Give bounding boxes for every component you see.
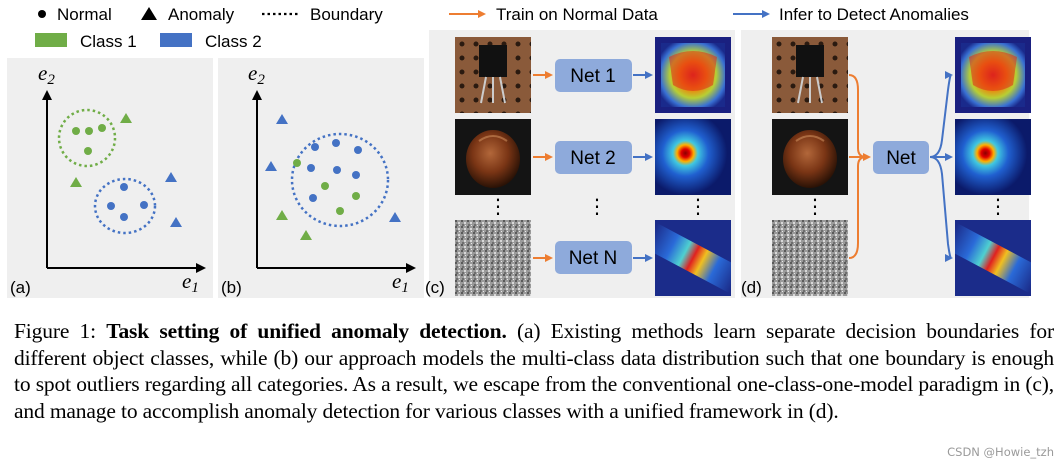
class2-anomaly bbox=[265, 161, 277, 171]
panel-b: e2 e1 (b) bbox=[218, 58, 424, 298]
panel-b-x-axis-label: e1 bbox=[392, 269, 409, 296]
class1-point bbox=[85, 127, 93, 135]
net-2-box bbox=[555, 141, 632, 174]
panel-d: (d) ⋮ Net ⋮ bbox=[741, 30, 1031, 298]
caption-body: (a) Existing methods learn separate deci… bbox=[14, 319, 1054, 423]
legend-boundary-label: Boundary bbox=[310, 5, 383, 24]
panel-a: e2 e1 (a) bbox=[7, 58, 213, 298]
hazelnut-heatmap bbox=[655, 119, 731, 195]
class1-point bbox=[321, 182, 329, 190]
net-1-box bbox=[555, 59, 632, 92]
class1-anomaly bbox=[120, 113, 132, 123]
panel-a-y-axis-label: e2 bbox=[38, 61, 55, 88]
unified-boundary-b bbox=[290, 132, 390, 228]
panel-d-label: (d) bbox=[741, 278, 762, 297]
net-2-label: Net 2 bbox=[570, 148, 615, 169]
caption-title: Task setting of unified anomaly detectio… bbox=[106, 319, 507, 343]
class2-point bbox=[332, 139, 340, 147]
transistor-image bbox=[455, 37, 531, 113]
infer-arrow bbox=[929, 71, 953, 158]
class2-point bbox=[354, 146, 362, 154]
ellipsis-input-d: ⋮ bbox=[805, 194, 825, 218]
class2-point bbox=[107, 202, 115, 210]
class1-point bbox=[336, 207, 344, 215]
net-n-box bbox=[555, 241, 632, 274]
grain-image bbox=[455, 220, 531, 296]
ellipsis-heat-d: ⋮ bbox=[988, 194, 1008, 218]
grain-image bbox=[772, 220, 848, 296]
class1-anomaly bbox=[70, 177, 82, 187]
grain-heatmap bbox=[955, 220, 1031, 296]
class2-anomaly bbox=[170, 217, 182, 227]
class1-point bbox=[84, 147, 92, 155]
class1-point bbox=[72, 127, 80, 135]
class2-point bbox=[140, 201, 148, 209]
anomaly-legend-marker bbox=[141, 7, 157, 20]
ellipsis-net-c: ⋮ bbox=[587, 194, 607, 218]
class2-point bbox=[333, 166, 341, 174]
panel-c: (c) ⋮ Net 1 Net 2 ⋮ Net N ⋮ bbox=[425, 30, 735, 298]
class1-point bbox=[293, 159, 301, 167]
legend-normal-label: Normal bbox=[57, 5, 112, 24]
legend-anomaly-label: Anomaly bbox=[168, 5, 235, 24]
ellipsis-input-c: ⋮ bbox=[488, 194, 508, 218]
class2-point bbox=[311, 143, 319, 151]
class1-legend-swatch bbox=[35, 33, 67, 47]
transistor-image bbox=[772, 37, 848, 113]
class1-boundary-a bbox=[57, 108, 117, 168]
panel-b-y-axis-label: e2 bbox=[248, 61, 265, 88]
panel-c-label: (c) bbox=[425, 278, 445, 297]
class1-point bbox=[352, 192, 360, 200]
normal-legend-marker bbox=[38, 10, 46, 18]
caption-prefix: Figure 1: bbox=[14, 319, 107, 343]
class2-anomaly bbox=[276, 114, 288, 124]
panel-a-label: (a) bbox=[10, 278, 31, 297]
unified-net-label: Net bbox=[886, 148, 916, 169]
legend-train-label: Train on Normal Data bbox=[496, 5, 658, 24]
class2-boundary-a bbox=[93, 177, 157, 235]
legend-infer-label: Infer to Detect Anomalies bbox=[779, 5, 969, 24]
class2-point bbox=[352, 171, 360, 179]
unified-net-box bbox=[873, 141, 929, 174]
hazelnut-image bbox=[772, 119, 848, 195]
panel-b-background bbox=[218, 58, 424, 298]
class1-anomaly bbox=[300, 230, 312, 240]
legend-class2-label: Class 2 bbox=[205, 32, 262, 51]
class2-anomaly bbox=[165, 172, 177, 182]
hazelnut-heatmap bbox=[955, 119, 1031, 195]
panel-a-x-axis-label: e1 bbox=[182, 269, 199, 296]
class1-anomaly bbox=[276, 210, 288, 220]
panel-b-label: (b) bbox=[221, 278, 242, 297]
infer-arrow bbox=[929, 156, 953, 262]
net-1-label: Net 1 bbox=[570, 66, 615, 87]
class2-anomaly bbox=[389, 212, 401, 222]
watermark: CSDN @Howie_tzh bbox=[947, 445, 1054, 459]
net-n-label: Net N bbox=[569, 248, 618, 269]
class2-legend-swatch bbox=[160, 33, 192, 47]
grain-heatmap bbox=[655, 220, 731, 296]
class2-point bbox=[120, 213, 128, 221]
class2-point bbox=[120, 183, 128, 191]
figure-caption: Figure 1: Task setting of unified anomal… bbox=[14, 318, 1054, 424]
class1-point bbox=[98, 124, 106, 132]
class2-point bbox=[309, 194, 317, 202]
figure-graphic: Normal Anomaly Boundary Class 1 Class 2 … bbox=[7, 5, 1031, 298]
transistor-heatmap bbox=[655, 37, 731, 113]
legend: Normal Anomaly Boundary Class 1 Class 2 … bbox=[35, 5, 969, 51]
class2-point bbox=[307, 164, 315, 172]
ellipsis-heat-c: ⋮ bbox=[688, 194, 708, 218]
legend-class1-label: Class 1 bbox=[80, 32, 137, 51]
hazelnut-image bbox=[455, 119, 531, 195]
transistor-heatmap bbox=[955, 37, 1031, 113]
panel-a-background bbox=[7, 58, 213, 298]
